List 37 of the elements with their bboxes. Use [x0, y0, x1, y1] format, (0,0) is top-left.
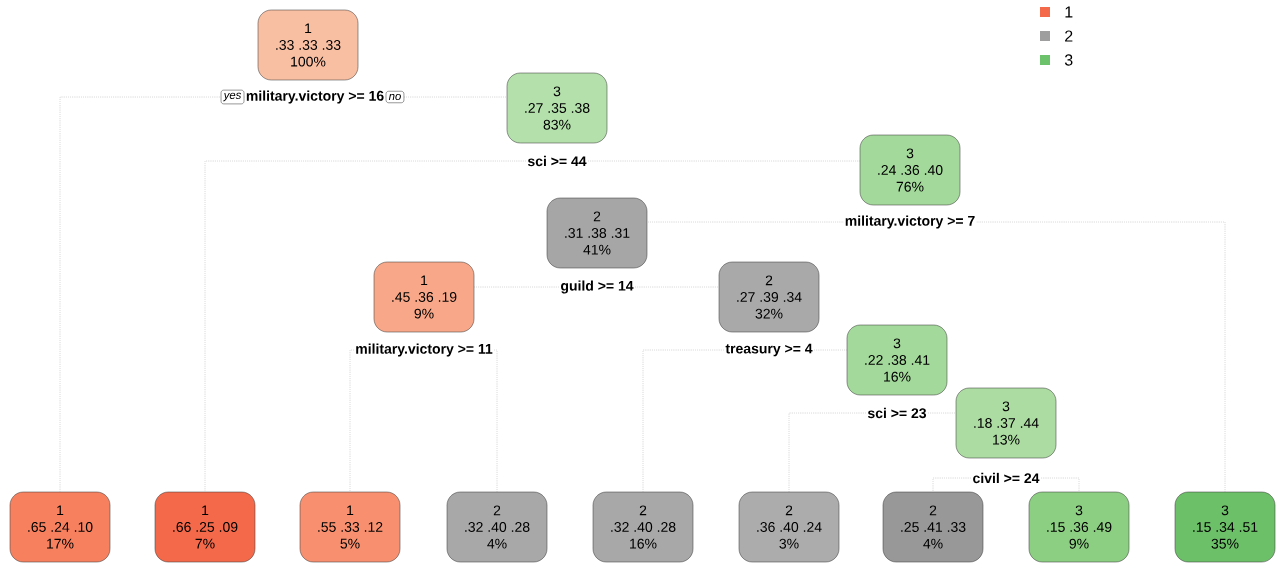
tree-node-box: 3 .18 .37 .44 13% — [955, 387, 1057, 459]
tree-node-box: 2 .25 .41 .33 4% — [882, 491, 984, 563]
split-label: military.victory >= 7 — [845, 215, 975, 229]
tree-node-box: 3 .15 .34 .51 35% — [1174, 491, 1276, 563]
edge-label: no — [385, 90, 405, 104]
tree-node-box: 1 .65 .24 .10 17% — [9, 491, 111, 563]
connector-line — [932, 477, 972, 492]
split-label: military.victory >= 16 — [246, 90, 384, 104]
tree-node-box: 1 .55 .33 .12 5% — [299, 491, 401, 563]
connector-line — [204, 160, 527, 492]
tree-node-box: 1 .33 .33 .33 100% — [257, 9, 359, 81]
split-label: sci >= 23 — [867, 407, 927, 419]
tree-node-box: 1 .66 .25 .09 7% — [154, 491, 256, 563]
tree-node-box: 2 .36 .40 .24 3% — [738, 491, 840, 563]
edge-label: yes — [220, 89, 245, 105]
tree-node-box: 3 .27 .35 .38 83% — [506, 72, 608, 144]
legend-label: 2 — [1065, 30, 1073, 42]
connector-line — [976, 221, 1226, 492]
connector-line — [788, 412, 867, 492]
split-label: treasury >= 4 — [725, 343, 813, 357]
connector-line — [642, 349, 725, 492]
connector-line — [1040, 477, 1080, 492]
legend-label: 1 — [1065, 6, 1073, 18]
split-label: sci >= 44 — [527, 155, 587, 167]
split-label: guild >= 14 — [561, 280, 634, 294]
tree-node-box: 3 .15 .36 .49 9% — [1028, 491, 1130, 563]
tree-node-box: 2 .32 .40 .28 4% — [446, 491, 548, 563]
tree-node-box: 3 .22 .38 .41 16% — [846, 324, 948, 396]
connector-line — [349, 349, 354, 492]
split-label: civil >= 24 — [973, 472, 1040, 484]
legend-label: 3 — [1064, 54, 1073, 66]
tree-node-box: 2 .31 .38 .31 41% — [546, 197, 648, 269]
tree-node-box: 2 .27 .39 .34 32% — [718, 261, 820, 333]
tree-node-box: 1 .45 .36 .19 9% — [373, 261, 475, 333]
split-label: military.victory >= 11 — [356, 343, 493, 357]
tree-node-box: 3 .24 .36 .40 76% — [859, 134, 961, 206]
tree-node-box: 2 .32 .40 .28 16% — [592, 491, 694, 563]
